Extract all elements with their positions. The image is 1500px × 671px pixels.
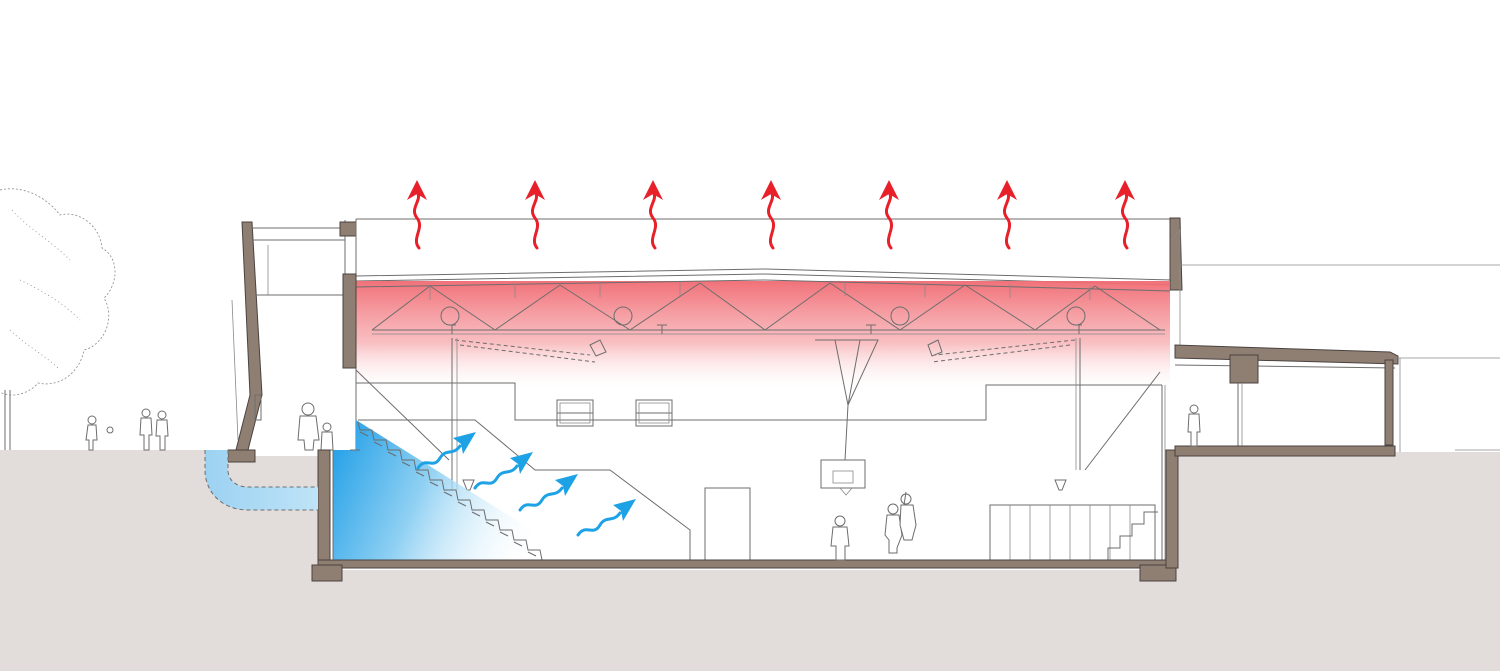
roof [355,217,1183,291]
heat-arrow-icon [525,180,545,250]
person-icon [297,402,334,451]
heat-arrow-icon [643,180,663,250]
heat-exhaust-arrows [407,180,1135,250]
duct-icon [204,450,318,511]
tree-icon [0,188,116,450]
person-icon [884,491,917,554]
heat-arrow-icon [997,180,1017,250]
truss-icon [355,279,1171,335]
heat-arrow-icon [761,180,781,250]
ground [0,450,1500,671]
gym-interior [342,273,1166,565]
entrance-structure [227,220,357,463]
person-icon [1187,404,1201,447]
door-icon [704,487,751,561]
basketball-hoop-icon [1054,338,1081,491]
basketball-hoop-icon [454,339,1076,363]
window-icon [556,399,594,427]
cool-supply-arrows [416,432,636,537]
basketball-hoop-icon [815,339,879,496]
person-icon [830,515,850,561]
heat-arrow-icon [1115,180,1135,250]
floor-slab [311,449,1179,582]
window-icon [635,399,673,427]
heat-arrow-icon [879,180,899,250]
cool-arrow-icon [473,452,533,490]
annex-structure [1174,264,1500,457]
cool-arrow-icon [576,499,636,537]
bleachers-icon [357,419,691,561]
heat-zone [356,281,1170,393]
basketball-hoop-icon [451,338,475,491]
heat-arrow-icon [407,180,427,250]
cool-arrow-icon [416,432,476,470]
bleachers-icon [989,504,1158,561]
cool-arrow-icon [518,474,578,512]
person-icon [85,408,169,451]
